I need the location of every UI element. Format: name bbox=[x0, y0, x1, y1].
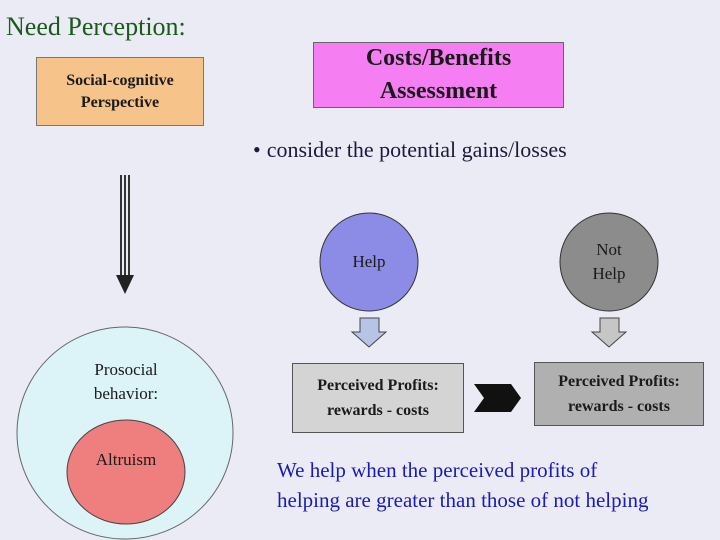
conclusion-line1: We help when the perceived profits of bbox=[277, 458, 598, 482]
prosocial-line2: behavior: bbox=[93, 384, 159, 403]
help-down-arrow bbox=[350, 317, 388, 348]
profits-help-line2: rewards - costs bbox=[327, 402, 429, 419]
perceived-profits-not-help-box: Perceived Profits: rewards - costs bbox=[534, 362, 704, 426]
costs-box-line2: Assessment bbox=[379, 78, 498, 104]
not-help-line1: Not bbox=[596, 240, 622, 259]
social-cognitive-box: Social-cognitive Perspective bbox=[36, 57, 204, 126]
help-circle bbox=[319, 212, 419, 312]
not-help-down-arrow bbox=[590, 317, 628, 348]
social-box-line1: Social-cognitive bbox=[66, 71, 174, 89]
perceived-profits-help-box: Perceived Profits: rewards - costs bbox=[292, 363, 464, 433]
not-help-circle bbox=[559, 212, 659, 312]
help-label: Help bbox=[352, 252, 386, 271]
bullet-point: •consider the potential gains/losses bbox=[253, 137, 567, 163]
conclusion-line2: helping are greater than those of not he… bbox=[277, 488, 649, 512]
prosocial-line1: Prosocial bbox=[94, 360, 158, 379]
costs-benefits-box: Costs/Benefits Assessment bbox=[313, 42, 564, 108]
comparison-arrow bbox=[474, 384, 521, 412]
bullet-symbol: • bbox=[253, 137, 261, 162]
social-box-line2: Perspective bbox=[80, 93, 160, 111]
long-down-arrow bbox=[116, 175, 134, 294]
profits-not-help-line1: Perceived Profits: bbox=[558, 373, 680, 390]
bullet-text: consider the potential gains/losses bbox=[266, 137, 567, 162]
altruism-label: Altruism bbox=[95, 450, 157, 469]
profits-help-line1: Perceived Profits: bbox=[317, 377, 439, 394]
page-title: Need Perception: bbox=[6, 12, 186, 41]
not-help-label: Not Help bbox=[560, 238, 658, 286]
prosocial-label: Prosocial behavior: bbox=[70, 358, 182, 406]
not-help-line2: Help bbox=[592, 264, 626, 283]
profits-not-help-line2: rewards - costs bbox=[568, 398, 670, 415]
altruism-inner-circle bbox=[66, 419, 186, 525]
conclusion-text: We help when the perceived profits of he… bbox=[277, 455, 648, 515]
costs-box-line1: Costs/Benefits bbox=[365, 45, 512, 71]
